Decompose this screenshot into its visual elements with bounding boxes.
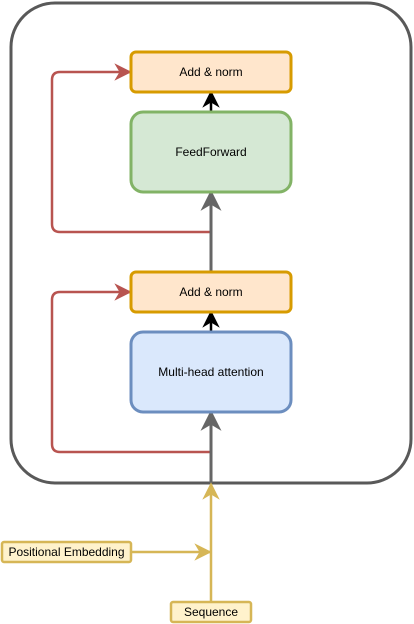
add-norm-top-label: Add & norm (179, 65, 242, 79)
sequence-block: Sequence (169, 600, 253, 624)
positional-embedding-block: Positional Embedding (0, 540, 133, 564)
sequence-label: Sequence (184, 605, 238, 619)
residual-connection-bottom (50, 283, 211, 454)
residual-connection-top (50, 63, 211, 234)
add-norm-bottom-block: Add & norm (129, 270, 293, 314)
feedforward-block: FeedForward (129, 110, 293, 194)
feedforward-label: FeedForward (175, 145, 246, 159)
positional-embedding-label: Positional Embedding (8, 545, 124, 559)
multi-head-attention-block: Multi-head attention (129, 330, 293, 414)
add-norm-top-block: Add & norm (129, 50, 293, 94)
multi-head-attention-label: Multi-head attention (158, 365, 263, 379)
add-norm-bottom-label: Add & norm (179, 285, 242, 299)
